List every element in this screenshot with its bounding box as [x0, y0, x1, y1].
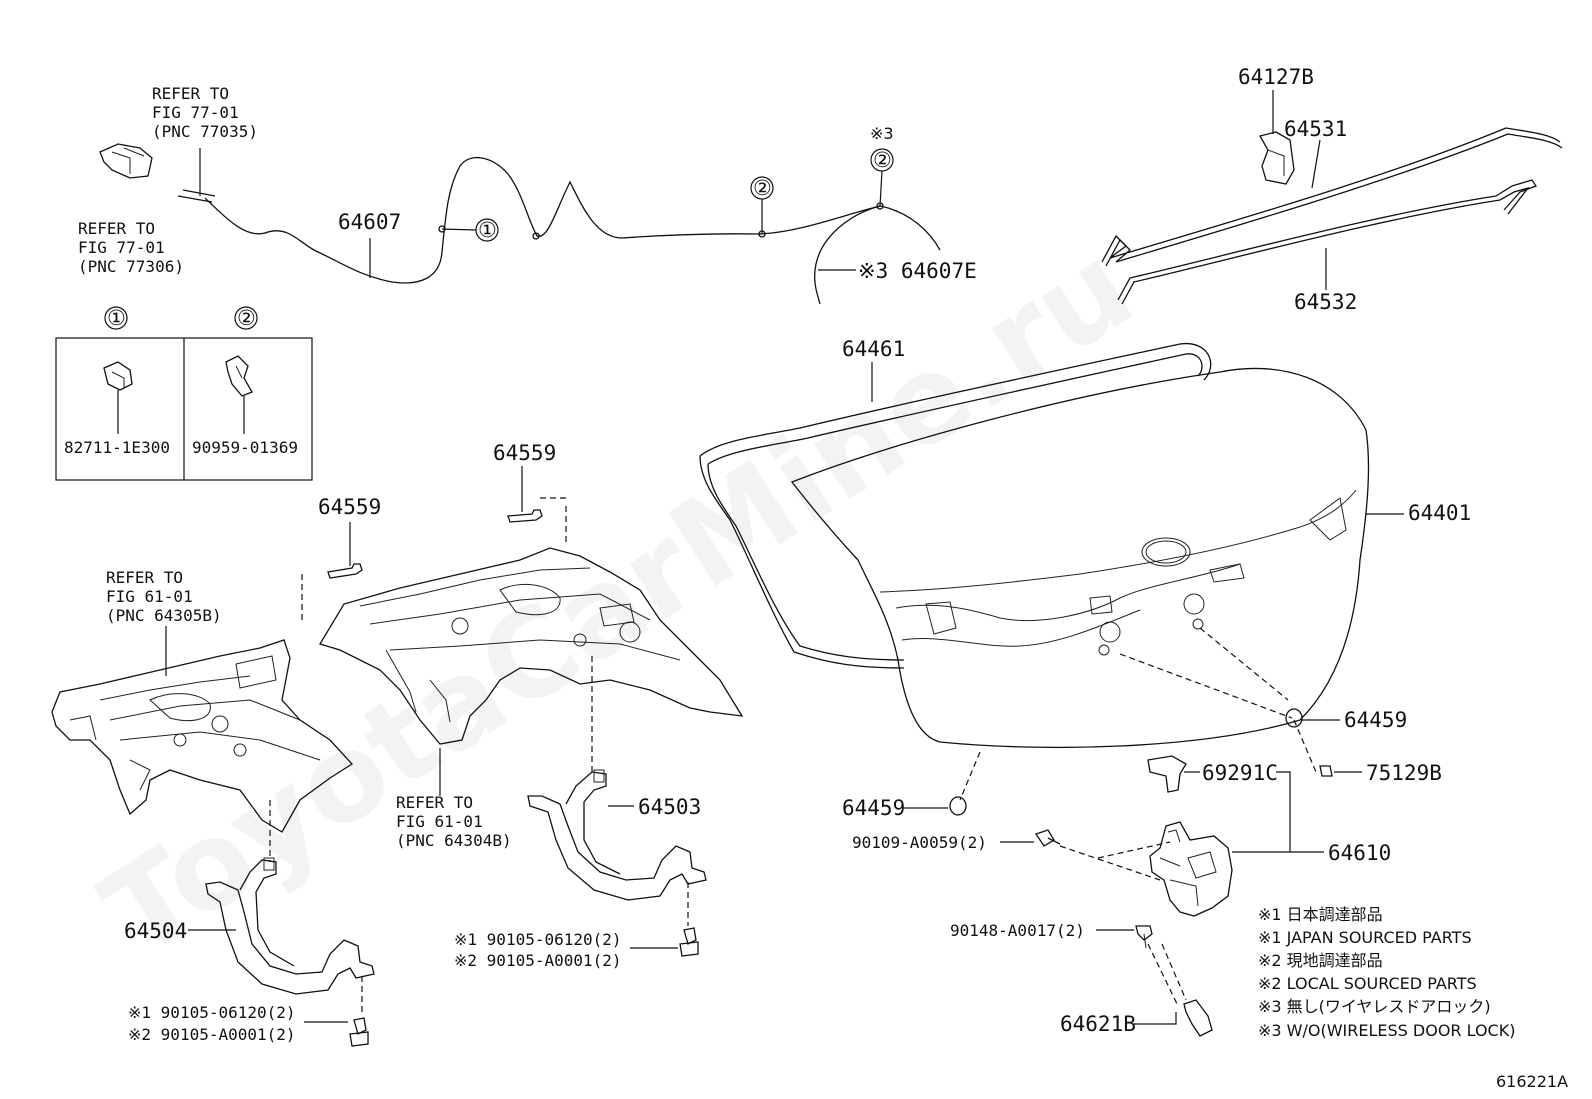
bolt-90109	[1000, 829, 1061, 847]
label-75129b: 75129B	[1366, 761, 1442, 785]
label-82711: 82711-1E300	[64, 438, 170, 457]
weatherstrip-64461	[699, 343, 1212, 669]
plug-75129b	[1319, 765, 1333, 777]
ref-64304b-line1: REFER TO	[396, 793, 473, 812]
ref-64305b-line1: REFER TO	[106, 568, 183, 587]
body-panel-middle	[319, 497, 744, 796]
label-90148: 90148-A0017(2)	[950, 921, 1085, 940]
ref-77035-line2: FIG 77-01	[152, 103, 239, 122]
label-64401: 64401	[1408, 501, 1471, 525]
label-bolt-left-1: ※1 90105-06120(2)	[128, 1003, 296, 1022]
label-90959: 90959-01369	[192, 438, 298, 457]
label-69291c: 69291C	[1202, 761, 1278, 785]
label-64610: 64610	[1328, 841, 1391, 865]
label-64559-left: 64559	[318, 495, 381, 519]
label-64504: 64504	[124, 919, 187, 943]
ref-77306-line1: REFER TO	[78, 219, 155, 238]
body-panel-left	[51, 574, 354, 862]
label-64531: 64531	[1284, 117, 1347, 141]
lock-64610	[1059, 821, 1324, 917]
labels: REFER TO FIG 77-01 (PNC 77035) REFER TO …	[64, 65, 1568, 1091]
legend-line-4: ※2 LOCAL SOURCED PARTS	[1258, 974, 1477, 993]
legend-line-5: ※3 無し(ワイヤレスドアロック)	[1258, 997, 1491, 1016]
ref-64304b-line3: (PNC 64304B)	[396, 831, 512, 850]
ref-77306-line3: (PNC 77306)	[78, 257, 184, 276]
label-note3-top: ※3	[870, 124, 894, 143]
ref-64305b-line3: (PNC 64305B)	[106, 606, 222, 625]
legend-line-2: ※1 JAPAN SOURCED PARTS	[1258, 928, 1472, 947]
wire-harness-64607	[177, 156, 941, 305]
label-64459-left: 64459	[842, 796, 905, 820]
bolt-hinge-left	[304, 1017, 369, 1047]
label-box-circle-2: ②	[237, 306, 256, 330]
label-box-circle-1: ①	[107, 306, 126, 330]
connector-77306	[99, 143, 153, 179]
hinge-64504	[188, 857, 375, 1016]
label-circle-2b: ②	[873, 148, 892, 172]
label-90109: 90109-A0059(2)	[852, 833, 987, 852]
figure-number: 616221A	[1496, 1072, 1568, 1091]
label-circle-2a: ②	[753, 176, 772, 200]
label-bolt-mid-1: ※1 90105-06120(2)	[454, 930, 622, 949]
ref-77035-line1: REFER TO	[152, 84, 229, 103]
label-64607: 64607	[338, 210, 401, 234]
label-64621b: 64621B	[1060, 1012, 1136, 1036]
grommet-64459-left	[949, 796, 967, 816]
harness-callouts	[199, 148, 894, 278]
label-64559-mid: 64559	[493, 441, 556, 465]
label-64461: 64461	[842, 337, 905, 361]
ref-77035-line3: (PNC 77035)	[152, 122, 258, 141]
bolt-64559-left	[327, 522, 363, 579]
legend-line-3: ※2 現地調達部品	[1258, 951, 1383, 970]
bolt-hinge-mid	[630, 927, 699, 957]
hinge-64503	[527, 769, 707, 926]
label-64127b: 64127B	[1238, 65, 1314, 89]
label-bolt-left-2: ※2 90105-A0001(2)	[128, 1025, 296, 1044]
label-bolt-mid-2: ※2 90105-A0001(2)	[454, 951, 622, 970]
legend-line-1: ※1 日本調達部品	[1258, 905, 1383, 924]
striker-64621b	[1096, 925, 1213, 1037]
bolt-64559-mid	[507, 466, 543, 523]
label-64532: 64532	[1294, 290, 1357, 314]
trunk-lid-64401	[790, 367, 1370, 749]
watermark: ToyotaCarMine.ru	[80, 218, 1156, 984]
label-64503: 64503	[638, 795, 701, 819]
label-64607e: ※3 64607E	[858, 259, 977, 283]
legend-line-6: ※3 W/O(WIRELESS DOOR LOCK)	[1258, 1021, 1515, 1040]
ref-64304b-line2: FIG 61-01	[396, 812, 483, 831]
grommet-64459-right	[1285, 708, 1303, 728]
handle-69291c	[1147, 755, 1291, 852]
ref-64305b-line2: FIG 61-01	[106, 587, 193, 606]
lid-small-parts	[904, 627, 1362, 816]
label-64459-right: 64459	[1344, 708, 1407, 732]
ref-77306-line2: FIG 77-01	[78, 238, 165, 257]
clip-box	[55, 306, 313, 481]
trunk-cables	[1101, 90, 1563, 305]
label-circle-1: ①	[478, 218, 497, 242]
